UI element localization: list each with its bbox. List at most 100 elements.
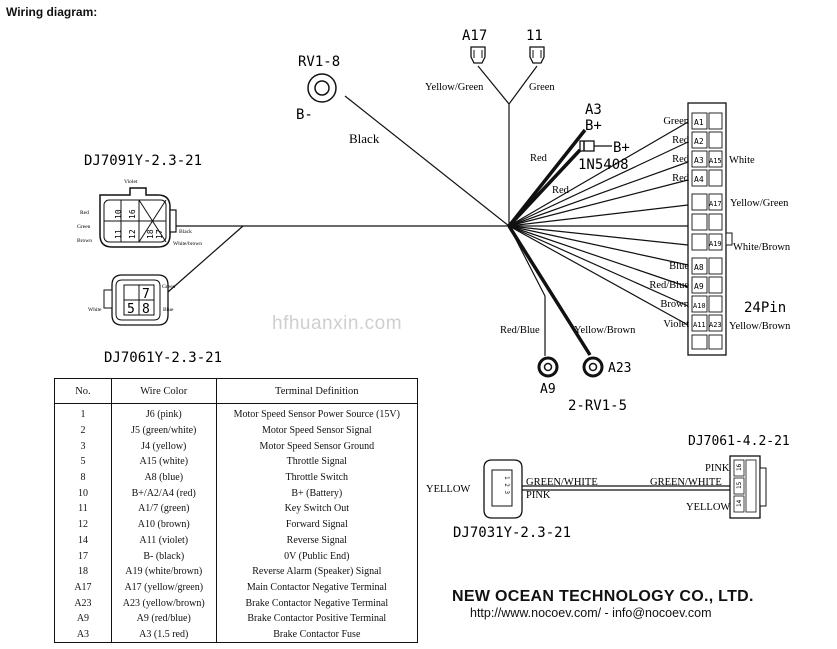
- cell-no: 10: [54, 485, 112, 502]
- a3-diode-group: A3 B+ B+ 1N5408 Red Red: [530, 102, 630, 196]
- red-small-label: Red: [80, 210, 89, 216]
- cell-wire-color: A10 (brown): [111, 516, 217, 533]
- pin-a15-label: A15: [709, 157, 722, 165]
- pin-5-label: 5: [127, 302, 135, 317]
- pin-a19-label: A19: [709, 240, 722, 248]
- cell-no: A3: [54, 626, 112, 643]
- pin-j6-label: 16: [736, 463, 743, 471]
- cell-wire-color: A19 (white/brown): [111, 563, 217, 580]
- cell-no: A23: [54, 595, 112, 611]
- color-a4-label: Red: [672, 173, 690, 184]
- brown-small-label: Brown: [77, 238, 92, 244]
- cell-no: A17: [54, 579, 112, 596]
- watermark-text: hfhuanxin.com: [272, 313, 403, 334]
- a23-label: A23: [608, 361, 631, 376]
- pin-8-label: 8: [142, 302, 150, 317]
- diode-icon: [579, 140, 595, 152]
- cell-no: 3: [54, 438, 112, 455]
- harness-wires: [167, 65, 689, 356]
- color-a15-label: White: [729, 155, 755, 166]
- cell-no: 12: [54, 516, 112, 533]
- cell-no: 5: [54, 454, 112, 470]
- color-a19-label: White/Brown: [733, 242, 791, 253]
- black-wire-label: Black: [349, 131, 380, 146]
- cell-terminal-definition: Motor Speed Sensor Signal: [261, 425, 372, 437]
- cell-wire-color: A17 (yellow/green): [111, 579, 217, 596]
- a17-label: A17: [462, 28, 487, 44]
- cell-no: 8: [54, 469, 112, 486]
- header-no: No.: [54, 378, 112, 404]
- color-a8-label: Blue: [669, 261, 689, 272]
- pin-a4-label: A4: [694, 175, 704, 184]
- yellow-green-label: Yellow/Green: [425, 82, 484, 93]
- pin-j4-label: 14: [736, 499, 743, 507]
- cell-no: 14: [54, 532, 112, 549]
- a9-a23-terminals: Red/Blue Yellow/Brown A9 A23 2-RV1-5: [500, 325, 636, 414]
- red-2-label: Red: [552, 185, 570, 196]
- blue-small-label: Blue: [163, 307, 174, 313]
- cell-wire-color: A3 (1.5 red): [111, 626, 217, 643]
- n11-label: 11: [526, 28, 543, 44]
- pin-a2-label: A2: [694, 137, 704, 146]
- cell-no: 17: [54, 548, 112, 564]
- pin-11-label: 11: [114, 229, 123, 239]
- page-heading: Wiring diagram:: [6, 5, 98, 19]
- color-a23-label: Yellow/Brown: [729, 321, 791, 332]
- cell-terminal-definition: 0V (Public End): [284, 550, 350, 562]
- b-plus-1-label: B+: [585, 118, 602, 134]
- a3-label: A3: [585, 102, 602, 118]
- violet-small-label: Violet: [124, 179, 138, 185]
- cell-wire-color: J5 (green/white): [111, 422, 217, 439]
- header-terminal-definition: Terminal Definition: [216, 378, 418, 404]
- cell-wire-color: B- (black): [111, 548, 217, 564]
- cell-terminal-definition: Main Contactor Negative Terminal: [246, 581, 387, 593]
- company-name: NEW OCEAN TECHNOLOGY CO., LTD.: [452, 588, 754, 605]
- pin-a10-label: A10: [693, 302, 706, 310]
- yellow-right-label: YELLOW: [686, 502, 730, 513]
- pin-10-label: 10: [114, 209, 123, 219]
- cell-terminal-definition: Throttle Signal: [286, 456, 347, 468]
- green-white-2-label: GREEN/WHITE: [650, 477, 722, 488]
- color-a1-label: Green: [663, 116, 689, 127]
- white-brown-small-label: White/brown: [173, 241, 202, 247]
- cell-no: 11: [54, 501, 112, 517]
- color-a10-label: Brown: [660, 299, 689, 310]
- cell-terminal-definition: B+ (Battery): [291, 487, 343, 499]
- cell-no: 1: [54, 403, 112, 423]
- pin-j5-label: 15: [736, 481, 743, 489]
- cell-terminal-definition: Reverse Signal: [286, 534, 347, 546]
- pin-16-label: 16: [128, 209, 137, 219]
- pin-7-label: 7: [142, 287, 150, 302]
- white-small-label: White: [88, 307, 102, 313]
- color-a3-label: Red: [672, 154, 690, 165]
- green-white-1-label: GREEN/WHITE: [526, 477, 598, 488]
- red-1-label: Red: [530, 153, 548, 164]
- color-a11-label: Violet: [663, 319, 689, 330]
- diode-label: 1N5408: [578, 157, 629, 173]
- cell-wire-color: J4 (yellow): [111, 438, 217, 455]
- cell-wire-color: A23 (yellow/brown): [111, 595, 217, 611]
- cell-wire-color: B+/A2/A4 (red): [111, 485, 217, 502]
- cell-wire-color: A8 (blue): [111, 469, 217, 486]
- red-blue-label: Red/Blue: [500, 325, 540, 336]
- thick-wires: [507, 128, 592, 356]
- pin-123-label: 1 2 3: [503, 476, 510, 494]
- pin24-connector: A1 A2 A3 A4 A8 A9 A10 A11 A15 A17 A19 A2…: [649, 102, 791, 356]
- cell-terminal-definition: Brake Contactor Negative Terminal: [245, 597, 389, 609]
- dj7061-connector: 7 8 5 Green White Blue DJ7061Y-2.3-21: [88, 274, 222, 366]
- pin-a9-label: A9: [694, 282, 704, 291]
- cell-terminal-definition: Brake Contactor Positive Terminal: [247, 613, 387, 625]
- dj7091-label: DJ7091Y-2.3-21: [84, 153, 202, 169]
- cell-terminal-definition: Key Switch Out: [284, 503, 350, 515]
- company-web: http://www.nocoev.com/ - info@nocoev.com: [470, 606, 712, 620]
- color-a17-label: Yellow/Green: [730, 198, 789, 209]
- cell-wire-color: A15 (white): [111, 454, 217, 470]
